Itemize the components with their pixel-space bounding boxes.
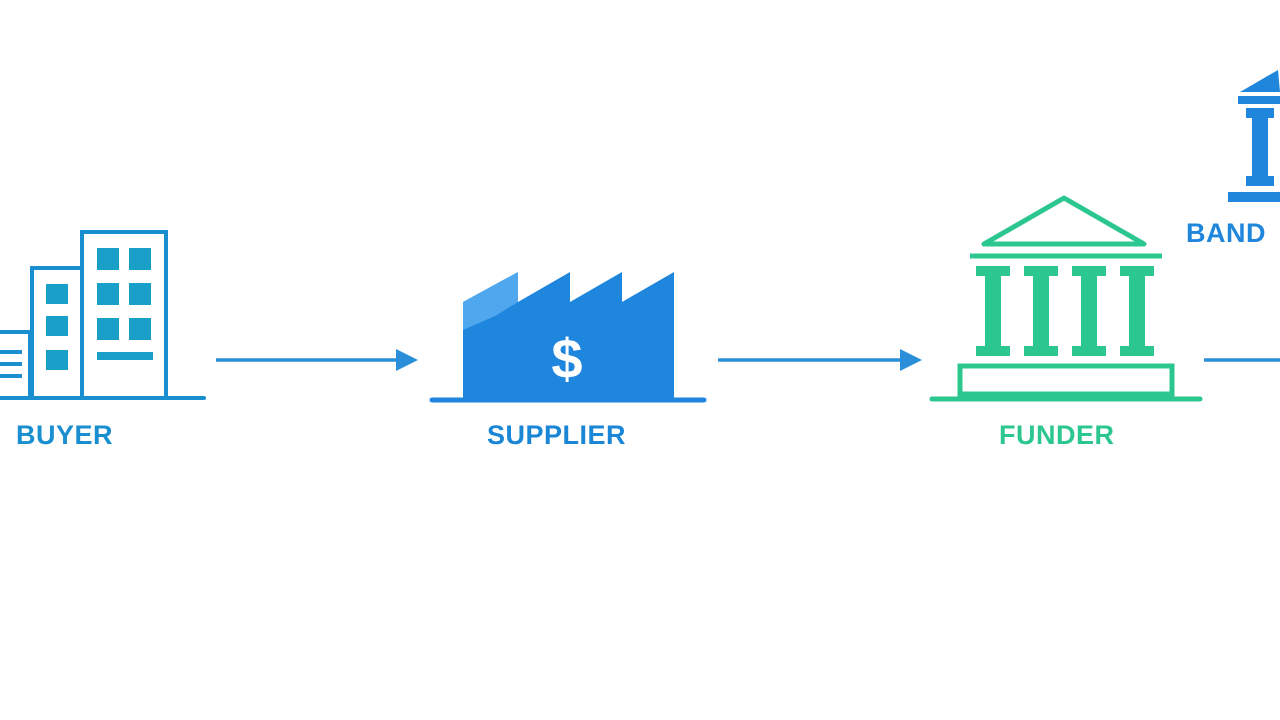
office-buildings-icon <box>0 230 206 400</box>
arrow-supplier-to-funder <box>718 349 922 371</box>
bank-label: BAND <box>1186 218 1266 248</box>
buyer-label: BUYER <box>16 420 114 450</box>
office-windows <box>46 248 153 370</box>
supplier-label: SUPPLIER <box>487 420 627 450</box>
arrow-buyer-to-supplier <box>216 349 418 371</box>
bank-building-icon-right <box>1228 70 1280 202</box>
bank-columns <box>976 266 1154 356</box>
bank-building-icon <box>929 195 1203 402</box>
funder-label: FUNDER <box>999 420 1115 450</box>
dollar-sign: $ <box>551 327 582 390</box>
factory-dollar-icon <box>429 272 707 403</box>
